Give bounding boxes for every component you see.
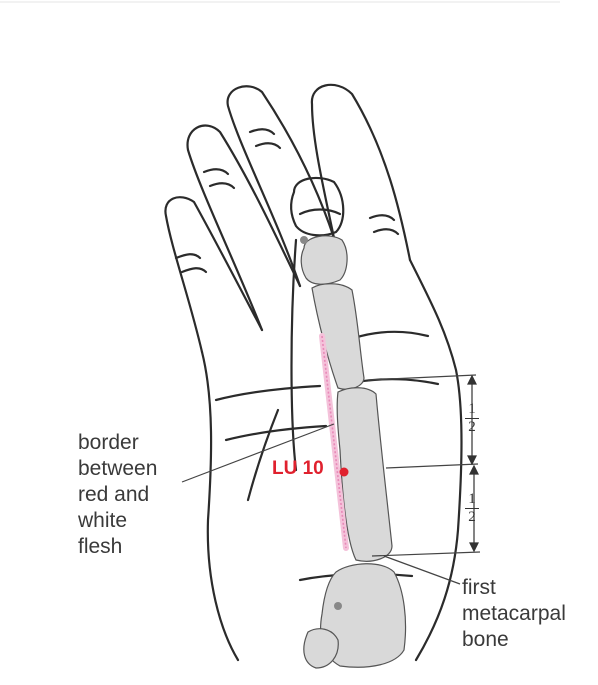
carpal-bone-small	[304, 629, 338, 668]
point-label: LU 10	[272, 458, 324, 480]
lu10-point-dot	[340, 468, 349, 477]
fraction-lower-denominator: 2	[468, 509, 476, 525]
distal-phalanx	[301, 236, 347, 284]
border-label-line-5: flesh	[78, 534, 157, 560]
fraction-lower: 1 2	[465, 492, 479, 525]
middle-measure-line	[386, 464, 478, 468]
fraction-upper-denominator: 2	[468, 419, 476, 435]
border-label-line-4: white	[78, 508, 157, 534]
fraction-upper: 1 2	[465, 402, 479, 435]
border-label: border between red and white flesh	[78, 430, 157, 560]
bone-label-line-1: first	[462, 575, 566, 601]
bone-label-line-3: bone	[462, 627, 566, 653]
thumb-bones	[301, 236, 405, 668]
upper-measure-line	[368, 375, 476, 380]
fraction-upper-numerator: 1	[468, 401, 476, 417]
bone-label: first metacarpal bone	[462, 575, 566, 653]
joint-dot-upper	[300, 236, 308, 244]
border-label-line-2: between	[78, 456, 157, 482]
bone-label-line-2: metacarpal	[462, 601, 566, 627]
border-label-line-3: red and	[78, 482, 157, 508]
hand-outline	[165, 85, 461, 660]
border-label-line-1: border	[78, 430, 157, 456]
joint-dot-lower	[334, 602, 342, 610]
fraction-lower-numerator: 1	[468, 491, 476, 507]
